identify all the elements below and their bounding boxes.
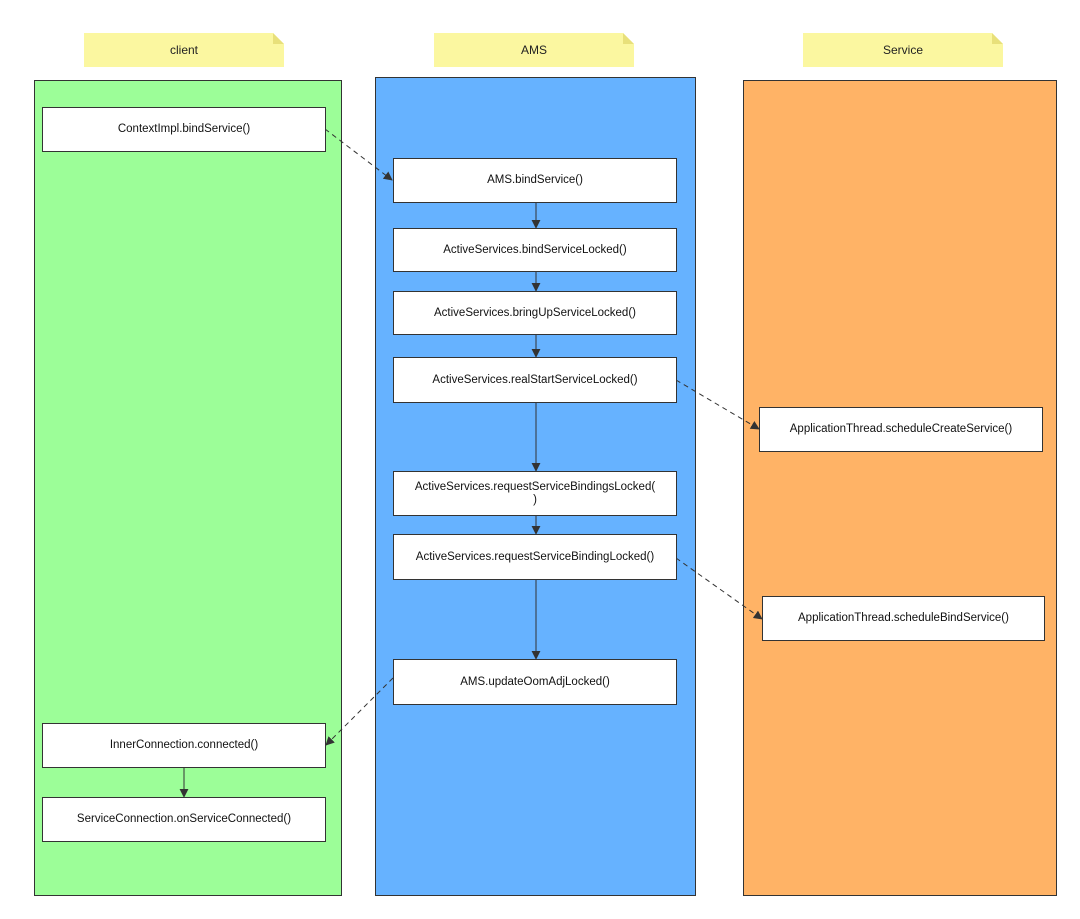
node-ams-bind-service: AMS.bindService()	[393, 158, 677, 203]
node-bring-up-service-locked: ActiveServices.bringUpServiceLocked()	[393, 291, 677, 335]
node-request-service-binding-locked: ActiveServices.requestServiceBindingLock…	[393, 534, 677, 580]
edge-request-binding-to-schedule-bind	[675, 557, 763, 620]
node-bind-service-locked: ActiveServices.bindServiceLocked()	[393, 228, 677, 272]
service-lane-title: Service	[803, 33, 1003, 67]
note-fold-icon	[992, 33, 1003, 44]
client-lane-title-text: client	[169, 43, 198, 57]
node-service-connection-on-service-connected: ServiceConnection.onServiceConnected()	[42, 797, 326, 842]
node-schedule-create-service: ApplicationThread.scheduleCreateService(…	[759, 407, 1043, 452]
note-fold-icon	[273, 33, 284, 44]
node-update-oom-adj-locked: AMS.updateOomAdjLocked()	[393, 659, 677, 705]
node-schedule-bind-service: ApplicationThread.scheduleBindService()	[762, 596, 1045, 641]
edge-context-to-ams-bind	[324, 128, 393, 181]
node-context-impl-bind-service: ContextImpl.bindService()	[42, 107, 326, 152]
edge-update-oom-to-inner-connected	[325, 677, 394, 746]
edge-real-start-to-schedule-create	[675, 379, 760, 430]
service-lane	[743, 80, 1057, 896]
node-real-start-service-locked: ActiveServices.realStartServiceLocked()	[393, 357, 677, 403]
ams-lane-title: AMS	[434, 33, 634, 67]
note-fold-icon	[623, 33, 634, 44]
client-lane-title: client	[84, 33, 284, 67]
ams-lane-title-text: AMS	[520, 43, 547, 57]
service-lane-title-text: Service	[882, 43, 923, 57]
node-request-service-bindings-locked: ActiveServices.requestServiceBindingsLoc…	[393, 471, 677, 516]
node-inner-connection-connected: InnerConnection.connected()	[42, 723, 326, 768]
